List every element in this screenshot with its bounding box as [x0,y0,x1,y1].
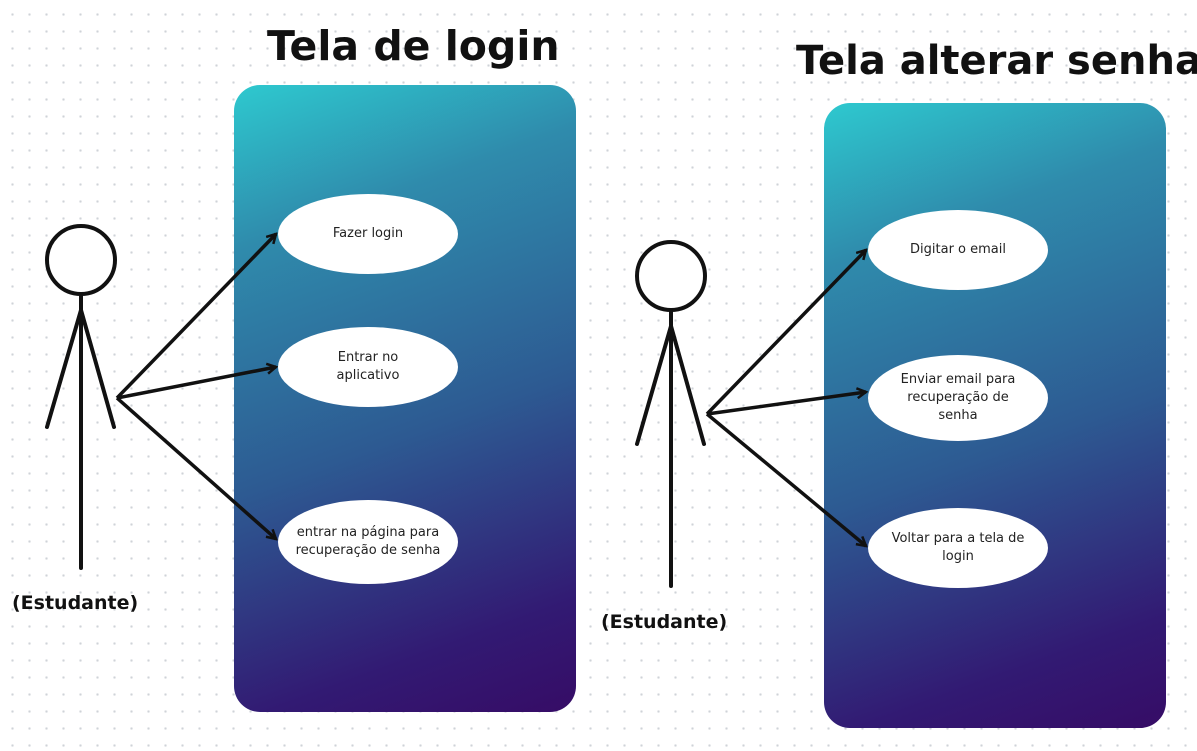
arrow-to-recuperacao [115,396,276,539]
arrow-to-digitar-email [705,250,866,416]
actor-label-estudante-1: (Estudante) [12,592,139,614]
actor-right-arm [79,308,116,429]
student-actor-2 [635,240,707,588]
actor-left-arm [635,324,673,446]
actor-head [635,240,707,312]
actor-left-arm [45,308,83,429]
use-case-label: Entrar no aplicativo [336,350,400,383]
use-case-enviar-email: Enviar email para recuperação de senha [868,355,1048,441]
actor-head [45,224,117,296]
use-case-recuperacao-senha: entrar na página para recuperação de sen… [278,500,458,584]
use-case-entrar-aplicativo: Entrar no aplicativo [278,327,458,407]
arrow-to-fazer-login [115,234,276,400]
arrow-to-voltar-login [705,412,866,546]
arrow-to-enviar-email [706,392,866,416]
change-password-screen-title: Tela alterar senha [796,38,1197,84]
login-screen-title: Tela de login [267,22,560,70]
actor-right-arm [669,324,706,446]
actor-label-estudante-2: (Estudante) [601,611,728,633]
student-actor-1 [45,224,117,570]
use-case-label: Fazer login [332,226,404,241]
use-case-label: Voltar para a tela de login [891,531,1025,564]
use-case-voltar-login: Voltar para a tela de login [868,508,1048,588]
use-case-fazer-login: Fazer login [278,194,458,274]
use-case-label: Digitar o email [910,242,1006,257]
use-case-label: entrar na página para recuperação de sen… [295,525,441,558]
use-case-label: Enviar email para recuperação de senha [900,372,1016,423]
use-case-digitar-email: Digitar o email [868,210,1048,290]
arrow-to-entrar-aplicativo [116,367,276,400]
